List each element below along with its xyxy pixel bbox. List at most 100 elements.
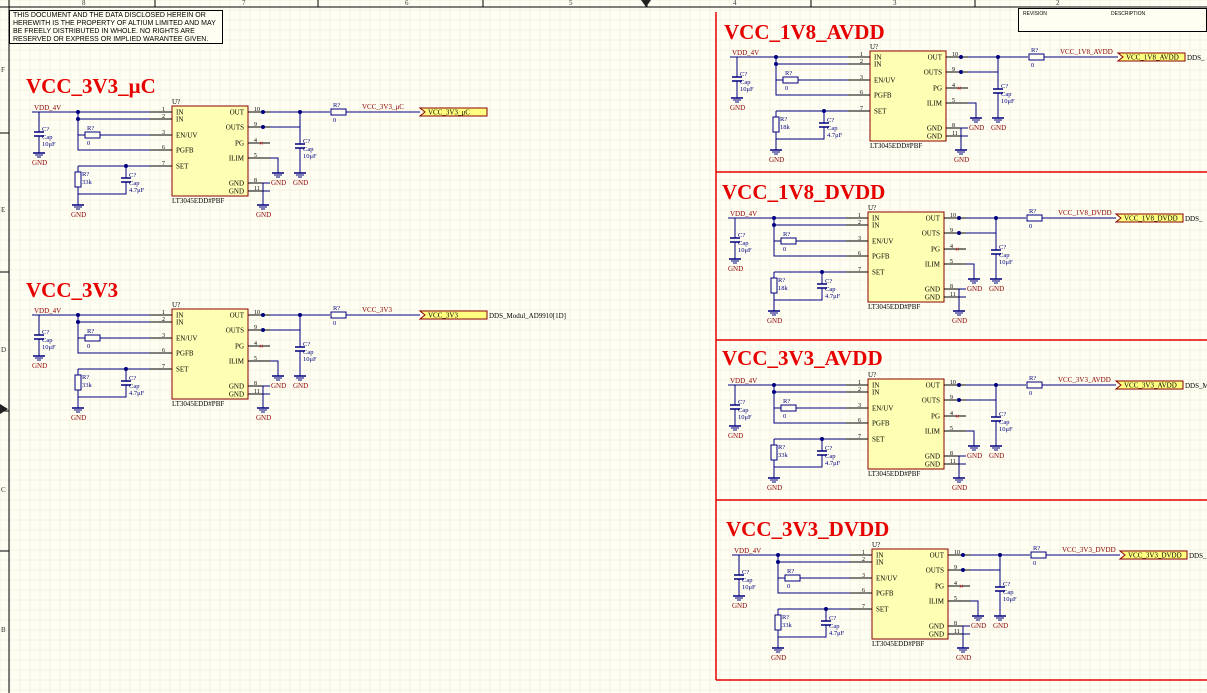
wire: [773, 392, 781, 409]
resistor-value: 0: [787, 583, 790, 590]
ic-pin-name: GND: [229, 188, 244, 196]
ic-designator: U?: [870, 43, 878, 51]
junction-dot: [961, 568, 965, 572]
capacitor-type: Cap: [829, 623, 839, 630]
ic-pin-name: GND: [229, 391, 244, 399]
no-connect-icon: ×: [955, 412, 960, 421]
ic-pin-number: 10: [952, 52, 958, 58]
capacitor-designator: C?: [1003, 581, 1010, 588]
ic-pin-name: OUT: [230, 312, 245, 320]
ic-pin-number: 11: [254, 186, 260, 192]
ic-pin-name: EN/UV: [872, 405, 893, 413]
wire: [970, 600, 979, 611]
ic-pin-name: IN: [176, 319, 183, 327]
capacitor-designator: C?: [999, 244, 1006, 251]
wire: [775, 80, 848, 96]
gnd-label: GND: [954, 156, 969, 164]
junction-dot: [822, 109, 826, 113]
ic-pin-name: ILIM: [229, 358, 245, 366]
ic-pin-number: 8: [954, 621, 957, 627]
capacitor-designator: C?: [42, 126, 49, 133]
ic-pin-number: 11: [950, 292, 956, 298]
ic-pin-number: 3: [858, 403, 861, 409]
ic-part-number: LT3045EDD#PBF: [868, 470, 920, 478]
capacitor-value: 4.7μF: [825, 293, 841, 300]
wire: [270, 360, 279, 371]
ic-pin-number: 7: [858, 267, 861, 273]
ic-pin-number: 6: [860, 90, 863, 96]
ic-pin-number: 10: [254, 310, 260, 316]
ic-pin-name: EN/UV: [874, 77, 895, 85]
resistor-value: 0: [1029, 390, 1032, 397]
resistor-body: [770, 277, 778, 294]
wire: [270, 112, 301, 128]
junction-dot: [298, 313, 302, 317]
output-port-label: VCC_3V3_μC: [428, 109, 470, 117]
resistor-value: 0: [87, 343, 90, 350]
gnd-label: GND: [728, 432, 743, 440]
junction-dot: [124, 367, 128, 371]
capacitor-type: Cap: [742, 577, 752, 584]
wire: [778, 625, 827, 638]
ic-designator: U?: [172, 301, 180, 309]
ic-pin-name: PGFB: [872, 420, 890, 428]
gnd-label: GND: [293, 179, 308, 187]
resistor-value: 0: [1033, 560, 1036, 567]
capacitor-value: 10μF: [1003, 596, 1017, 603]
ic-pin-number: 7: [858, 434, 861, 440]
ic-part-number: LT3045EDD#PBF: [172, 400, 224, 408]
port-destination: DDS_: [1185, 215, 1203, 223]
ic-pin-number: 5: [952, 98, 955, 104]
wire: [262, 182, 270, 192]
junction-dot: [957, 383, 961, 387]
section-boxes: [715, 12, 1207, 681]
capacitor-value: 10μF: [738, 247, 752, 254]
resistor-body: [84, 131, 101, 139]
gnd-label: GND: [767, 484, 782, 492]
junction-dot: [959, 70, 963, 74]
output-port-label: VCC_3V3: [428, 312, 458, 320]
capacitor-value: 10μF: [999, 426, 1013, 433]
capacitor-designator: C?: [825, 445, 832, 452]
resistor-value: 0: [783, 413, 786, 420]
resistor-body: [84, 334, 101, 342]
output-port: [418, 107, 488, 117]
ic-pin-name: IN: [876, 552, 883, 560]
ic-pin-name: IN: [874, 54, 881, 62]
resistor-body: [1026, 381, 1043, 389]
resistor-body: [1030, 551, 1047, 559]
output-port-label: VCC_3V3_AVDD: [1124, 382, 1177, 390]
ic-pin-number: 11: [952, 131, 958, 137]
ic-pin-number: 9: [954, 565, 957, 571]
capacitor-type: Cap: [738, 407, 748, 414]
junction-dot: [261, 328, 265, 332]
ic-pin-name: GND: [925, 294, 940, 302]
ic-pin-name: SET: [872, 436, 885, 444]
output-net-label: VCC_3V3_μC: [362, 103, 404, 111]
capacitor-type: Cap: [825, 453, 835, 460]
wire: [776, 127, 825, 140]
capacitor-value: 10μF: [999, 259, 1013, 266]
ic-pin-number: 10: [254, 107, 260, 113]
ic-pin-name: EN/UV: [176, 132, 197, 140]
ic-pin-name: IN: [176, 116, 183, 124]
ic-designator: U?: [868, 371, 876, 379]
wire: [966, 430, 975, 441]
ic-pin-number: 8: [254, 178, 257, 184]
ic-pin-number: 5: [950, 259, 953, 265]
ic-pin-number: 9: [952, 67, 955, 73]
gnd-label: GND: [32, 159, 47, 167]
ic-pin-name: PG: [235, 343, 244, 351]
junction-dot: [298, 110, 302, 114]
zone-letter: B: [1, 626, 6, 634]
resistor-designator: R?: [785, 70, 792, 77]
capacitor-designator: C?: [829, 615, 836, 622]
resistor-designator: R?: [1029, 208, 1036, 215]
capacitor-type: Cap: [738, 240, 748, 247]
ic-body: [171, 105, 249, 197]
wire: [270, 315, 301, 331]
resistor-body: [772, 116, 780, 133]
ic-pin-name: IN: [872, 215, 879, 223]
